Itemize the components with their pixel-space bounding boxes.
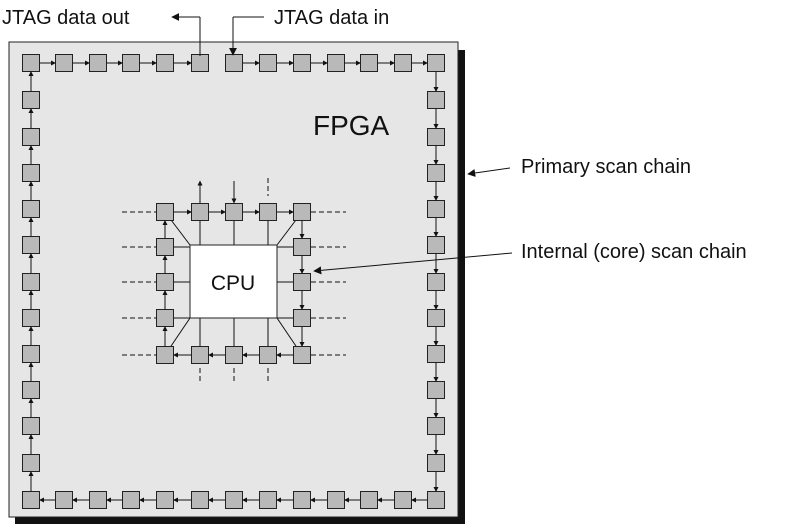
primary-scan-cell <box>293 491 311 509</box>
primary-scan-cell <box>156 54 174 72</box>
primary-scan-cell <box>427 417 445 435</box>
internal-scan-cell <box>259 203 277 221</box>
primary-scan-cell <box>259 491 277 509</box>
primary-scan-cell <box>22 381 40 399</box>
internal-scan-cell <box>293 203 311 221</box>
primary-scan-cell <box>122 491 140 509</box>
internal-scan-cell <box>156 309 174 327</box>
primary-scan-cell <box>327 491 345 509</box>
primary-scan-cell <box>225 491 243 509</box>
internal-scan-cell <box>156 238 174 256</box>
primary-scan-cell <box>427 345 445 363</box>
primary-scan-cell <box>22 309 40 327</box>
primary-scan-cell <box>427 236 445 254</box>
internal-scan-chain-label: Internal (core) scan chain <box>521 241 747 263</box>
cpu-block <box>189 244 278 319</box>
primary-scan-cell <box>427 91 445 109</box>
primary-scan-cell <box>22 164 40 182</box>
fpga-label: FPGA <box>313 110 390 141</box>
primary-scan-cell <box>22 417 40 435</box>
primary-scan-cell <box>89 54 107 72</box>
internal-scan-chain <box>122 178 346 384</box>
internal-scan-cell <box>156 346 174 364</box>
primary-scan-chain <box>22 54 445 509</box>
internal-scan-cell <box>259 346 277 364</box>
cpu-label: CPU <box>211 272 255 295</box>
primary-scan-cell <box>427 454 445 472</box>
internal-chain-pointer <box>313 252 513 275</box>
primary-scan-cell <box>360 54 378 72</box>
primary-scan-cell <box>191 491 209 509</box>
internal-scan-cell <box>191 346 209 364</box>
primary-scan-cell <box>225 54 243 72</box>
jtag-data-in-label: JTAG data in <box>274 7 389 29</box>
primary-scan-cell <box>327 54 345 72</box>
primary-chain-pointer <box>467 167 511 177</box>
internal-scan-cell <box>293 273 311 291</box>
internal-scan-cell <box>156 203 174 221</box>
primary-scan-cell <box>360 491 378 509</box>
primary-scan-cell <box>191 54 209 72</box>
primary-scan-cell <box>22 91 40 109</box>
primary-scan-cell <box>55 491 73 509</box>
primary-scan-cell <box>427 128 445 146</box>
primary-scan-cell <box>427 491 445 509</box>
primary-scan-cell <box>427 309 445 327</box>
internal-scan-cell <box>293 346 311 364</box>
primary-scan-cell <box>427 381 445 399</box>
primary-scan-cell <box>427 273 445 291</box>
internal-scan-cell <box>156 273 174 291</box>
primary-scan-chain-label: Primary scan chain <box>521 156 691 178</box>
internal-scan-cell <box>191 203 209 221</box>
primary-scan-cell <box>259 54 277 72</box>
primary-scan-cell <box>293 54 311 72</box>
internal-scan-cell <box>293 309 311 327</box>
primary-scan-cell <box>22 345 40 363</box>
primary-scan-cell <box>89 491 107 509</box>
primary-scan-cell <box>122 54 140 72</box>
primary-scan-cell <box>394 54 412 72</box>
internal-scan-cell <box>225 203 243 221</box>
primary-scan-cell <box>156 491 174 509</box>
jtag-data-out-label: JTAG data out <box>2 7 130 29</box>
internal-scan-cell <box>293 238 311 256</box>
primary-scan-cell <box>22 273 40 291</box>
primary-scan-cell <box>22 200 40 218</box>
primary-scan-cell <box>22 128 40 146</box>
primary-scan-cell <box>22 236 40 254</box>
internal-scan-cell <box>225 346 243 364</box>
primary-scan-cell <box>394 491 412 509</box>
primary-scan-cell <box>22 491 40 509</box>
primary-scan-cell <box>427 164 445 182</box>
primary-scan-cell <box>427 54 445 72</box>
primary-scan-cell <box>22 454 40 472</box>
primary-scan-cell <box>22 54 40 72</box>
primary-scan-cell <box>427 200 445 218</box>
primary-scan-cell <box>55 54 73 72</box>
